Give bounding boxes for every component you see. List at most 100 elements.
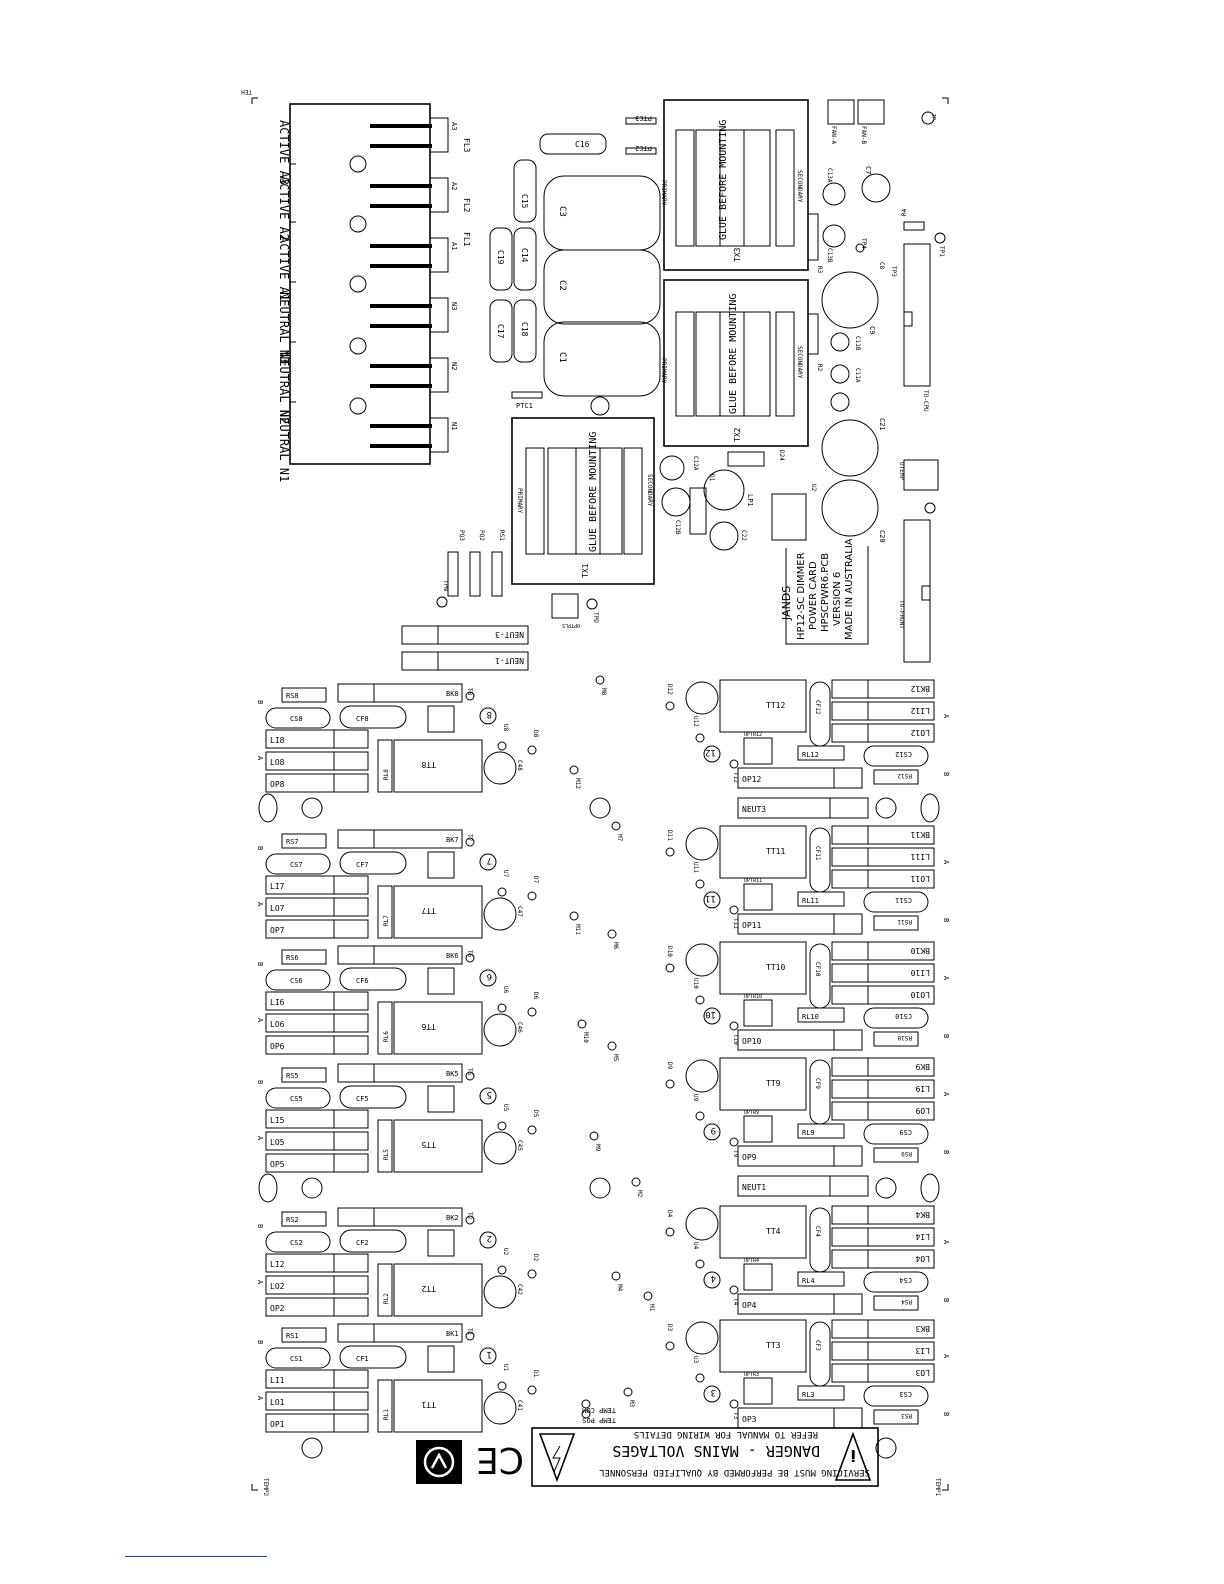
transformer-tx3: GLUE BEFORE MOUNTING PRIMARY SECONDARY T… xyxy=(660,99,809,271)
test-point: TPD xyxy=(592,612,599,623)
triac-label: TT5 xyxy=(421,1140,436,1149)
channel-number: 8 xyxy=(487,709,492,719)
test-point: D8 xyxy=(532,730,539,738)
cpu-connector-label: TO-CPU xyxy=(922,390,929,412)
opto-label: OPTPLS xyxy=(562,622,580,628)
test-point: U8 xyxy=(502,724,509,732)
side-letter: B xyxy=(942,772,950,776)
resistor-label: RS1 xyxy=(498,530,505,541)
pin-label: N3 xyxy=(450,302,458,310)
side-letter: A xyxy=(942,1354,950,1359)
neutral-label: NEUT1 xyxy=(742,1183,766,1192)
test-point: D6 xyxy=(532,992,539,1000)
connector-label: BK10 xyxy=(911,946,930,955)
side-letter: A xyxy=(256,1396,264,1401)
test-point: D11 xyxy=(666,830,673,841)
transformer-note: GLUE BEFORE MOUNTING xyxy=(588,432,599,552)
side-letter: B xyxy=(256,1340,264,1344)
side-letter: B xyxy=(256,1080,264,1084)
connector-label: LO12 xyxy=(911,728,930,737)
test-point: TP3 xyxy=(890,266,897,277)
resistor-label: RS10 xyxy=(897,1034,912,1041)
cap-label: C11B xyxy=(854,336,861,351)
test-point: U1 xyxy=(502,1364,509,1372)
cap-label: CS11 xyxy=(895,896,912,904)
relay-label: RL10 xyxy=(802,1013,819,1021)
relay-label: RL8 xyxy=(383,769,390,780)
transformer-primary: PRIMARY xyxy=(660,180,667,206)
cap-label: CF3 xyxy=(814,1340,821,1351)
connector-label: BK6 xyxy=(446,952,459,960)
connector-label: BK1 xyxy=(446,1330,459,1338)
connector-label: LI6 xyxy=(270,998,285,1007)
transformer-primary: PRIMARY xyxy=(516,488,523,514)
side-letter: B xyxy=(942,1298,950,1302)
transformer-secondary: SECONDARY xyxy=(796,346,803,379)
cap-label: C12A xyxy=(692,456,699,471)
cap-label: C41 xyxy=(516,1400,523,1411)
cap-label: CF9 xyxy=(814,1078,821,1089)
resistor-label: RS7 xyxy=(286,838,299,846)
connector-label: LI8 xyxy=(270,736,285,745)
cap-label: CS6 xyxy=(290,977,303,985)
triac-label: TT2 xyxy=(421,1284,436,1293)
card-info-line: HPSCPWR6.PCB xyxy=(820,553,831,632)
side-letter: B xyxy=(256,846,264,850)
test-point: T7 xyxy=(466,834,473,842)
warning-line2: REFER TO MANUAL FOR WIRING DETAILS xyxy=(634,1429,818,1439)
connector-label: OP4 xyxy=(742,1301,757,1310)
transformer-primary: PRIMARY xyxy=(660,358,667,384)
resistor-label: PQ3 xyxy=(458,530,465,541)
test-point: D3 xyxy=(666,1324,673,1332)
side-letter: A xyxy=(256,756,264,761)
cap-label: CS4 xyxy=(899,1276,912,1284)
cap-label: C17 xyxy=(496,324,505,339)
cap-label: C20 xyxy=(878,530,886,543)
test-pad xyxy=(577,1019,587,1029)
opto-label: OPTR10 xyxy=(744,994,762,1000)
connector-label: OP10 xyxy=(742,1037,761,1046)
side-letter: A xyxy=(256,1136,264,1141)
connector-label: LI2 xyxy=(270,1260,285,1269)
mains-terminal-block: ACTIVE A3 ACTIVE A2 ACTIVE A1 NEUTRAL N3… xyxy=(277,103,471,482)
cap-label: CF2 xyxy=(356,1239,369,1247)
ce-mark-icon: CE xyxy=(476,1439,524,1480)
relay-label: RL2 xyxy=(383,1293,390,1304)
test-pad xyxy=(569,765,579,775)
resistor-label: RS4 xyxy=(901,1298,912,1305)
side-letter: A xyxy=(942,1092,950,1097)
side-letter: A xyxy=(256,902,264,907)
connector-label: LO5 xyxy=(270,1138,285,1147)
connector-label: LI1 xyxy=(270,1376,285,1385)
test-point: U12 xyxy=(692,716,699,727)
card-info-line: JANDS xyxy=(780,586,793,621)
channel-number: 6 xyxy=(487,971,492,981)
connector-label: LO6 xyxy=(270,1020,285,1029)
mains-label-a2: ACTIVE A2 xyxy=(277,176,291,241)
relay-label: RL9 xyxy=(802,1129,815,1137)
connector-label: OP11 xyxy=(742,921,761,930)
test-point: U6 xyxy=(502,986,509,994)
test-pad xyxy=(607,1041,617,1051)
test-point: TPN xyxy=(442,580,449,591)
cap-label: CS5 xyxy=(290,1095,303,1103)
connector-label: BK7 xyxy=(446,836,459,844)
test-pad-label: M11 xyxy=(574,924,581,935)
test-point: D12 xyxy=(666,684,673,695)
test-pad xyxy=(595,675,605,685)
cap-label: CS3 xyxy=(899,1390,912,1398)
resistor-label: PQ2 xyxy=(478,530,485,541)
corner-label-teh: TEH xyxy=(241,88,252,95)
relay-label: RL3 xyxy=(802,1391,815,1399)
test-point: T1 xyxy=(466,1328,473,1336)
test-pad-label: M6 xyxy=(612,942,619,950)
filter-label: FL3 xyxy=(462,138,471,153)
side-letter: B xyxy=(256,962,264,966)
resistor-label: RS5 xyxy=(286,1072,299,1080)
triac-label: TT11 xyxy=(766,847,785,856)
relay-label: RL1 xyxy=(383,1409,390,1420)
test-pad-label: M10 xyxy=(582,1032,589,1043)
resistor-label: R2 xyxy=(816,364,823,372)
